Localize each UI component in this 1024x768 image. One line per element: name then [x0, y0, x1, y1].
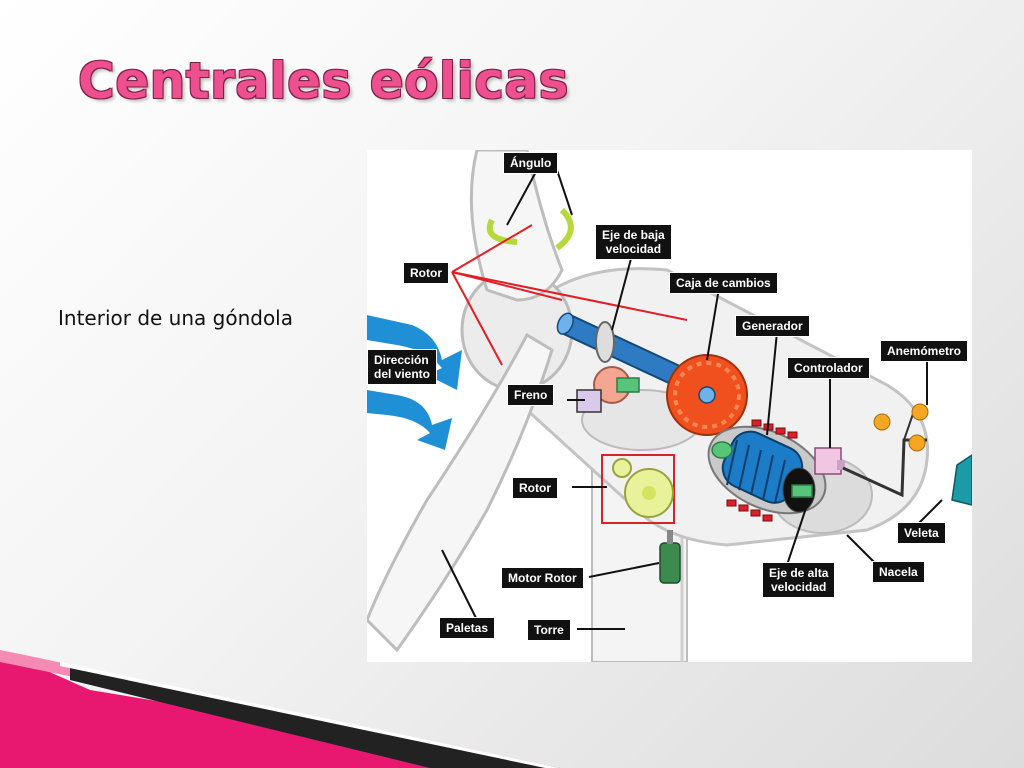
label-torre: Torre [527, 619, 571, 641]
label-angulo: Ángulo [503, 152, 559, 174]
nacelle-illustration [367, 150, 972, 662]
label-motor-rotor: Motor Rotor [501, 567, 584, 589]
lower-blade [367, 332, 554, 653]
bottom-decoration [0, 650, 560, 768]
wind-arrows [367, 315, 462, 450]
label-eje-baja-velocidad: Eje de baja velocidad [595, 224, 672, 260]
nacelle-diagram: Ángulo Rotor Eje de baja velocidad Caja … [367, 150, 972, 662]
top-blade [469, 150, 564, 302]
label-controlador: Controlador [787, 357, 870, 379]
label-direccion-viento: Dirección del viento [367, 349, 438, 385]
yaw-gear-frame [601, 454, 675, 524]
generator [707, 425, 827, 515]
label-eje-alta-velocidad: Eje de alta velocidad [762, 562, 836, 598]
callout-lines [441, 169, 943, 630]
label-freno: Freno [507, 384, 555, 406]
label-generador: Generador [735, 315, 810, 337]
controller-box [814, 447, 845, 475]
gearbox-gear [666, 354, 748, 436]
slide-title: Centrales eólicas [78, 52, 569, 110]
label-paletas: Paletas [439, 617, 496, 639]
label-veleta: Veleta [897, 522, 946, 544]
leader-lines [451, 224, 688, 366]
label-anemometro: Anemómetro [880, 340, 969, 362]
wind-vane [951, 454, 972, 506]
label-rotor-top: Rotor [403, 262, 449, 284]
label-caja-cambios: Caja de cambios [669, 272, 778, 294]
label-nacela: Nacela [872, 561, 925, 583]
slide-subtitle: Interior de una góndola [58, 306, 293, 330]
label-rotor-mid: Rotor [512, 477, 558, 499]
motor-rotor-shape [659, 542, 681, 584]
